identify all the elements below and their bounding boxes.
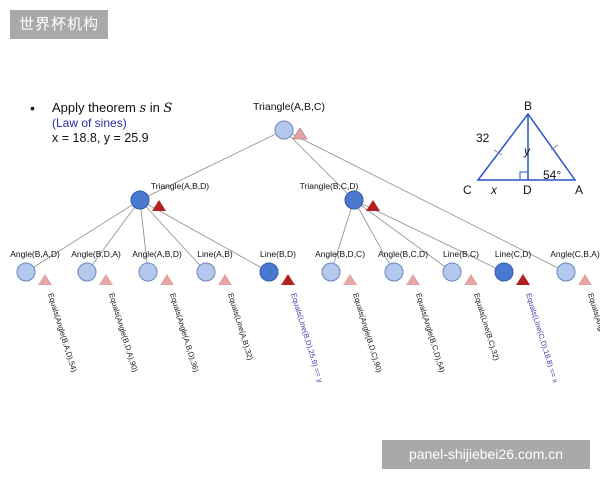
leaf-label: Angle(B,D,A): [71, 249, 121, 259]
leaf-triangle-icon: [343, 274, 357, 285]
leaf-equation: Equals(Angle(B,D,C),90): [351, 292, 384, 374]
leaf-node-1[interactable]: Angle(B,A,D) Equals(Angle(B,A,D),54): [10, 249, 79, 374]
watermark: panel-shijiebei26.com.cn: [382, 440, 590, 469]
y-label: y: [523, 144, 531, 158]
leaf-node-8[interactable]: Line(B,C) Equals(Line(B,C),32): [442, 249, 501, 362]
leaf-node-10[interactable]: Angle(C,B,A) Equals(Angle(C,B,A),72): [550, 249, 600, 374]
leaf-triangle-icon: [281, 274, 295, 285]
leaf-node-3[interactable]: Angle(A,B,D) Equals(Angle(A,B,D),36): [132, 249, 201, 374]
leaf-label: Angle(B,C,D): [378, 249, 428, 259]
edge-to-leaf-3: [139, 199, 149, 273]
edge-to-leaf-1: [25, 199, 141, 273]
leaf-equation: Equals(Angle(B,C,D),54): [414, 292, 447, 374]
leaf-node-7[interactable]: Angle(B,C,D) Equals(Angle(B,C,D),54): [378, 249, 447, 374]
leaf-circle[interactable]: [556, 262, 576, 282]
brand-badge: 世界杯机构: [10, 10, 108, 39]
leaf-node-9[interactable]: Line(C,D) Equals(Line(C,D),18.8) == x: [494, 249, 560, 384]
leaf-triangle-icon: [464, 274, 478, 285]
mid-right-node[interactable]: [344, 190, 364, 210]
edge-root-mid-left: [139, 129, 285, 201]
leaf-circle[interactable]: [77, 262, 97, 282]
leaf-equation: Equals(Line(C,D),18.8) == x: [524, 292, 560, 384]
leaf-label: Angle(B,D,C): [315, 249, 365, 259]
solution-values: x = 18.8, y = 25.9: [52, 131, 149, 145]
root-node[interactable]: [274, 120, 294, 140]
mid-left-triangle-icon: [152, 200, 166, 211]
edge-root-mid-right: [283, 129, 355, 201]
theorem-symbol-S: S: [163, 101, 173, 116]
vertex-label-b: B: [524, 99, 532, 113]
law-of-sines-label: (Law of sines): [52, 116, 127, 130]
leaf-label: Line(B,D): [260, 249, 296, 259]
leaf-triangle-icon: [578, 274, 592, 285]
root-triangle-icon: [292, 127, 308, 140]
leaf-equation: Equals(Angle(B,D,A),90): [107, 292, 140, 374]
leaf-label: Line(A,B): [197, 249, 233, 259]
right-angle-mark: [519, 171, 528, 180]
leaf-triangle-icon: [160, 274, 174, 285]
leaf-triangle-icon: [99, 274, 113, 285]
leaf-nodes: Angle(B,A,D)Equals(Angle(B,A,D),54)Angle…: [10, 249, 600, 384]
triangle-figure: B C D A 32 y x 54°: [463, 99, 583, 197]
edge-root-leaf-10: [283, 129, 567, 273]
leaf-circle[interactable]: [321, 262, 341, 282]
leaf-node-2[interactable]: Angle(B,D,A) Equals(Angle(B,D,A),90): [71, 249, 140, 374]
edge-to-leaf-9: [353, 199, 505, 273]
leaf-circle[interactable]: [384, 262, 404, 282]
mid-right-label: Triangle(B,C,D): [300, 181, 359, 191]
vertex-label-c: C: [463, 183, 472, 197]
side-length-label: 32: [476, 131, 490, 145]
leaf-node-5[interactable]: Line(B,D) Equals(Line(B,D),25.9) == y: [259, 249, 325, 384]
leaf-label: Angle(B,A,D): [10, 249, 60, 259]
leaf-equation: Equals(Angle(B,A,D),54): [46, 292, 79, 374]
vertex-label-a: A: [575, 183, 583, 197]
leaf-node-4[interactable]: Line(A,B) Equals(Line(A,B),32): [196, 249, 255, 362]
leaf-circle[interactable]: [259, 262, 279, 282]
theorem-in: in: [146, 100, 164, 115]
leaf-label: Line(C,D): [495, 249, 532, 259]
leaf-circle[interactable]: [442, 262, 462, 282]
leaf-equation: Equals(Angle(A,B,D),36): [168, 292, 201, 374]
leaf-triangle-icon: [38, 274, 52, 285]
vertex-label-d: D: [523, 183, 532, 197]
edge-to-leaf-6: [330, 199, 355, 273]
mid-right-triangle-icon: [366, 200, 380, 211]
x-label: x: [490, 183, 498, 197]
edge-to-leaf-8: [353, 199, 453, 273]
theorem-text: Apply theorem s in S (Law of sines) x = …: [52, 100, 172, 146]
bullet-dot: •: [30, 100, 35, 116]
edge-to-leaf-2: [86, 199, 141, 273]
leaf-equation: Equals(Line(B,C),32): [472, 292, 501, 362]
leaf-equation: Equals(Angle(C,B,A),72): [586, 292, 600, 374]
root-label: Triangle(A,B,C): [253, 101, 325, 113]
theorem-symbol-s: s: [139, 101, 147, 116]
tree-edges: [25, 129, 567, 273]
leaf-node-6[interactable]: Angle(B,D,C) Equals(Angle(B,D,C),90): [315, 249, 384, 374]
edge-to-leaf-4: [139, 199, 207, 273]
leaf-triangle-icon: [516, 274, 530, 285]
tick-mark-right: [550, 144, 559, 151]
leaf-circle[interactable]: [494, 262, 514, 282]
leaf-equation: Equals(Line(A,B),32): [226, 292, 255, 362]
leaf-triangle-icon: [218, 274, 232, 285]
leaf-circle[interactable]: [16, 262, 36, 282]
leaf-label: Angle(C,B,A): [550, 249, 600, 259]
edge-to-leaf-5: [139, 199, 270, 273]
theorem-prefix: Apply theorem: [52, 100, 140, 115]
angle-label: 54°: [543, 168, 561, 182]
leaf-label: Line(B,C): [443, 249, 479, 259]
leaf-triangle-icon: [406, 274, 420, 285]
leaf-circle[interactable]: [138, 262, 158, 282]
leaf-label: Angle(A,B,D): [132, 249, 182, 259]
mid-left-label: Triangle(A,B,D): [151, 181, 209, 191]
tick-mark-left: [493, 149, 503, 156]
leaf-equation: Equals(Line(B,D),25.9) == y: [289, 292, 325, 384]
edge-to-leaf-7: [353, 199, 395, 273]
leaf-circle[interactable]: [196, 262, 216, 282]
triangle-outline: [476, 112, 577, 181]
mid-left-node[interactable]: [130, 190, 150, 210]
